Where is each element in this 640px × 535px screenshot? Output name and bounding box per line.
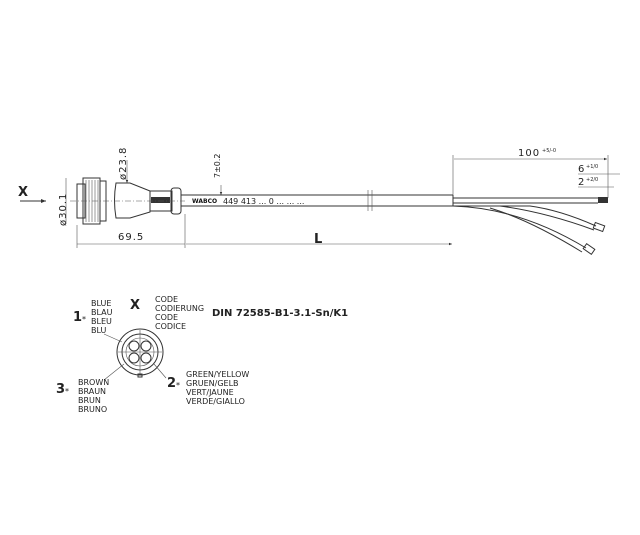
pin-1-number: 1 [73,310,82,325]
pin-2-color: VERDE/GIALLO [186,397,245,406]
pin-1-color: BLU [91,326,107,335]
pin-2-color: VERT/JAUNE [186,388,234,397]
cable: WABCO 449 413 ... 0 ... ... ... [181,190,608,256]
cable-length-dim: L [314,232,322,247]
pin-2-marker: * [176,381,180,390]
view-x-title: X [130,298,140,313]
insulation-strip-dim: 6 [578,164,585,175]
pin-3-marker: * [65,387,69,396]
pin-2-color: GREEN/YELLOW [186,370,249,379]
pin-1-color: BLUE [91,299,111,308]
cable-diameter-dim: 7±0.2 [213,153,222,178]
pin-3-color: BROWN [78,378,109,387]
pin-3-color: BRUN [78,396,101,405]
ferrule-tol: +2/0 [586,177,598,183]
connector [70,177,185,225]
cable-brand: WABCO [192,198,217,205]
pin-2-number: 2 [167,376,176,391]
code-label: CODIERUNG [155,304,204,313]
code-label: CODE [155,313,178,322]
insulation-strip-tol: +1/0 [586,164,598,170]
pin-3-color: BRAUN [78,387,106,396]
strip-length-tol: +5/-0 [542,148,556,154]
body-diameter-dim: ø23.8 [118,147,129,180]
wabco-logo [151,197,170,203]
cable-part-number: 449 413 ... 0 ... ... ... [223,197,304,206]
strip-length-dim: 100 [518,148,540,159]
head-diameter-dim: ø30.1 [58,193,69,226]
pin-2-color: GRUEN/GELB [186,379,239,388]
code-label: CODICE [155,322,186,331]
connector-face [103,328,167,381]
connector-length-dim: 69.5 [118,232,144,243]
pin-1-color: BLAU [91,308,113,317]
code-label: CODE [155,295,178,304]
din-standard: DIN 72585-B1-3.1-Sn/K1 [212,308,348,319]
pin-3-color: BRUNO [78,405,107,414]
pin-3-number: 3 [56,382,65,397]
pin-1-color: BLEU [91,317,112,326]
ferrule-dim: 2 [578,177,585,188]
view-x-label: X [18,185,28,200]
pin-1-marker: * [82,315,86,324]
